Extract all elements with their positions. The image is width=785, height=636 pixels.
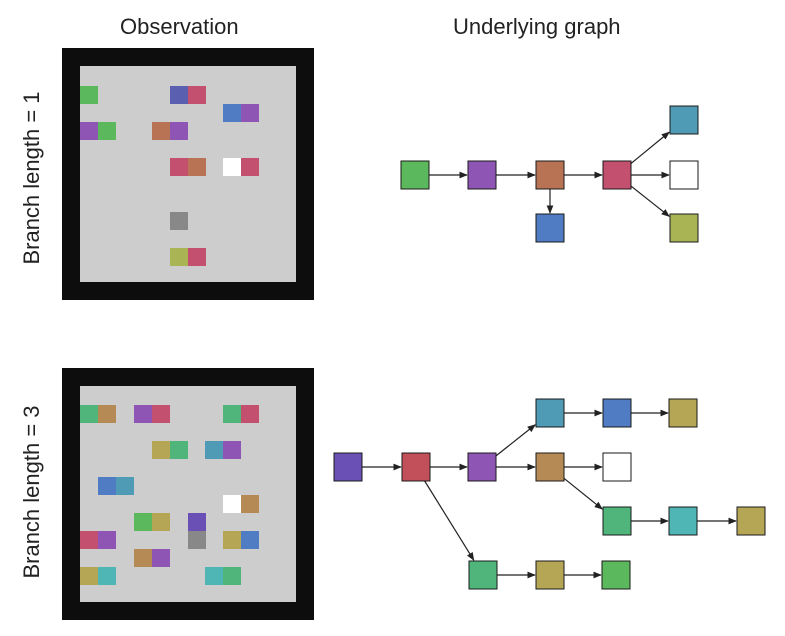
graph-edge-arrow bbox=[424, 480, 475, 561]
graph-node bbox=[669, 160, 699, 190]
observation-tile bbox=[170, 86, 188, 104]
observation-tile bbox=[152, 513, 170, 531]
graph-edge-arrow bbox=[495, 424, 536, 457]
graph-edge-arrow bbox=[563, 477, 603, 510]
graph-node bbox=[668, 398, 698, 428]
observation-tile bbox=[241, 158, 259, 176]
graph-node bbox=[535, 160, 565, 190]
observation-tile bbox=[80, 567, 98, 585]
observation-tile bbox=[170, 441, 188, 459]
observation-tile bbox=[98, 531, 116, 549]
observation-tile bbox=[170, 212, 188, 230]
observation-tile bbox=[205, 441, 223, 459]
graph-node bbox=[602, 398, 632, 428]
observation-tile bbox=[80, 531, 98, 549]
graph-node bbox=[669, 213, 699, 243]
observation-tile bbox=[152, 549, 170, 567]
graph-node bbox=[467, 160, 497, 190]
observation-tile bbox=[188, 248, 206, 266]
observation-tile bbox=[241, 104, 259, 122]
observation-tile bbox=[170, 248, 188, 266]
observation-tile bbox=[134, 405, 152, 423]
graph-nodes bbox=[333, 105, 766, 590]
observation-tile bbox=[223, 531, 241, 549]
observation-tile bbox=[170, 158, 188, 176]
graph-node bbox=[400, 160, 430, 190]
observation-tile bbox=[188, 531, 206, 549]
observation-tile bbox=[188, 86, 206, 104]
observation-tile bbox=[223, 405, 241, 423]
observation-tile bbox=[152, 122, 170, 140]
observation-tile bbox=[241, 495, 259, 513]
graph-edge-arrow bbox=[630, 185, 670, 217]
observation-tile bbox=[188, 158, 206, 176]
observation-tile bbox=[223, 158, 241, 176]
graph-node bbox=[736, 506, 766, 536]
graph-node bbox=[668, 506, 698, 536]
graph-node bbox=[602, 452, 632, 482]
observation-tile bbox=[80, 122, 98, 140]
observation-tile bbox=[223, 495, 241, 513]
observation-tile bbox=[152, 405, 170, 423]
row-label-branch-1: Branch length = 1 bbox=[19, 91, 44, 265]
observation-tile bbox=[170, 122, 188, 140]
graph-node bbox=[333, 452, 363, 482]
observation-tile bbox=[134, 513, 152, 531]
observation-tile bbox=[223, 104, 241, 122]
observation-tile bbox=[241, 405, 259, 423]
observation-tile bbox=[80, 86, 98, 104]
graph-node bbox=[467, 452, 497, 482]
graph-node bbox=[468, 560, 498, 590]
graph-node bbox=[535, 560, 565, 590]
observation-tile bbox=[241, 531, 259, 549]
graph-node bbox=[669, 105, 699, 135]
observation-tile bbox=[98, 567, 116, 585]
heading-underlying-graph: Underlying graph bbox=[453, 14, 621, 39]
observation-tile bbox=[223, 567, 241, 585]
graph-node bbox=[535, 452, 565, 482]
observation-tile bbox=[80, 405, 98, 423]
graph-node bbox=[602, 160, 632, 190]
observation-tile bbox=[152, 441, 170, 459]
graph-edge-arrow bbox=[630, 131, 670, 164]
observation-tile bbox=[188, 513, 206, 531]
graph-node bbox=[601, 560, 631, 590]
graph-edges bbox=[362, 131, 737, 579]
observation-panels bbox=[62, 48, 314, 620]
graph-node bbox=[401, 452, 431, 482]
observation-tile bbox=[223, 441, 241, 459]
graph-node bbox=[535, 213, 565, 243]
observation-tile bbox=[98, 477, 116, 495]
heading-observation: Observation bbox=[120, 14, 239, 39]
observation-tile bbox=[98, 405, 116, 423]
graph-node bbox=[535, 398, 565, 428]
observation-tile bbox=[116, 477, 134, 495]
graph-node bbox=[602, 506, 632, 536]
row-label-branch-3: Branch length = 3 bbox=[19, 405, 44, 579]
observation-tile bbox=[134, 549, 152, 567]
observation-tile bbox=[98, 122, 116, 140]
observation-tile bbox=[205, 567, 223, 585]
